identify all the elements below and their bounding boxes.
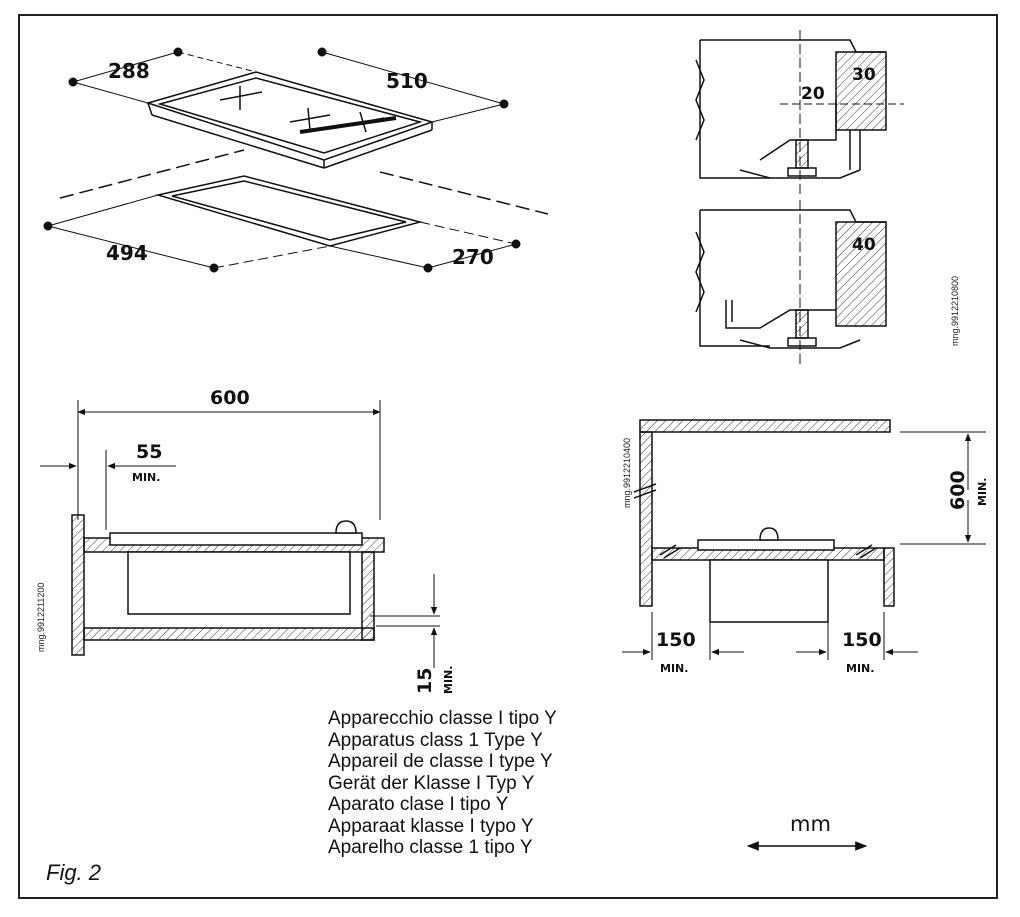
class-line-es: Aparato clase I tipo Y [328,794,509,815]
hob-width-label: 510 [386,69,428,93]
side-section [40,400,440,668]
side-min-edge-label: 55 [136,441,162,463]
figure-frame [18,14,998,899]
appliance-class-list: Apparecchio classe I tipo Y Apparatus cl… [328,708,557,859]
cabinet-right-clearance-min: MIN. [846,662,874,675]
class-line-nl: Apparaat klasse I typo Y [328,815,534,837]
cabinet-drawing-code: mng.9912210400 [622,438,632,508]
worktop-thin-label: 30 [852,65,876,85]
cutout-depth-label: 270 [452,245,494,269]
worktop-drawing-code: mng.9912210800 [950,276,960,346]
cabinet-right-clearance-label: 150 [842,629,882,651]
cabinet-left-clearance-min: MIN. [660,662,688,675]
unit-label: mm [790,812,831,836]
worktop-offset-label: 20 [801,84,825,104]
class-line-de: Gerät der Klasse I Typ Y [328,772,535,794]
side-width-label: 600 [210,387,250,409]
cabinet-section [622,419,986,660]
cabinet-height-min: MIN. [976,478,989,506]
class-line-it: Apparecchio classe I tipo Y [328,708,557,729]
side-drawing-code: mng.9912211200 [36,583,46,652]
cutout-perspective [59,149,549,247]
cabinet-height-label: 600 [947,470,969,510]
side-min-gap-label: 15 [414,668,436,694]
class-line-pt: Aparelho classe 1 tipo Y [328,837,533,858]
worktop-thick-label: 40 [852,235,876,255]
hob-dimension-lines [68,47,509,123]
worktop-detail-40 [695,200,887,365]
cutout-width-label: 494 [106,241,148,265]
class-line-en: Apparatus class 1 Type Y [328,729,543,751]
cutout-dimension-lines [43,194,521,273]
class-line-fr: Appareil de classe I type Y [328,751,553,772]
cabinet-left-clearance-label: 150 [656,629,696,651]
worktop-detail-30 [695,30,904,195]
hob-depth-label: 288 [108,59,150,83]
side-min-edge-min: MIN. [132,471,160,484]
figure-label: Fig. 2 [46,860,102,885]
hob-perspective [145,71,435,169]
side-min-gap-min: MIN. [442,666,455,694]
